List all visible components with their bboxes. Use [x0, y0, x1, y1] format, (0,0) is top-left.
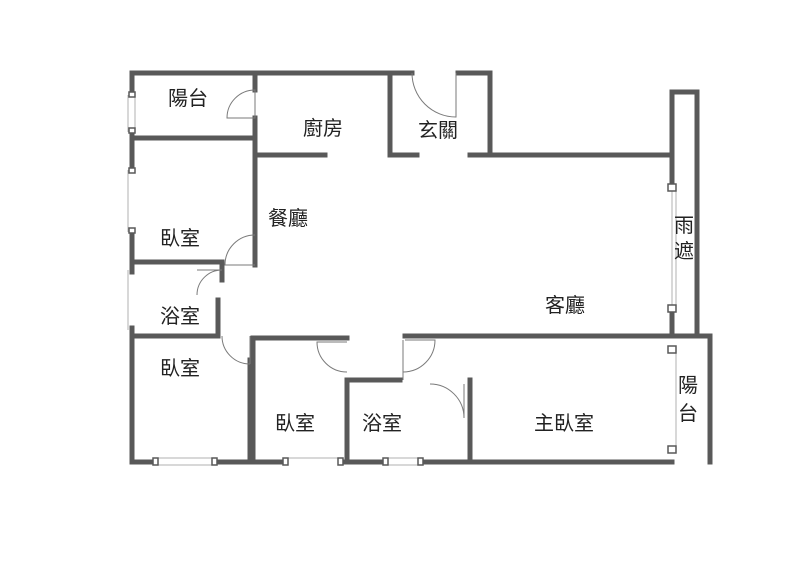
- room-label-master-bedroom: 主臥室: [534, 411, 594, 435]
- room-label-bath-w: 浴室: [160, 304, 200, 328]
- room-label-bedroom-sw: 臥室: [160, 356, 200, 380]
- window-jambs: [128, 91, 677, 466]
- room-label-canopy-2: 遮: [674, 239, 694, 263]
- room-labels: 陽台 廚房 玄關 餐廳 臥室 浴室 臥室 客廳 雨 遮 臥室 浴室 主臥室 陽 …: [160, 86, 698, 435]
- room-label-balcony-nw: 陽台: [168, 86, 208, 110]
- room-label-living: 客廳: [545, 293, 585, 317]
- room-label-canopy-1: 雨: [674, 213, 694, 237]
- walls: [129, 70, 713, 465]
- room-label-balcony-e-2: 台: [678, 401, 698, 425]
- room-label-bedroom-s: 臥室: [275, 411, 315, 435]
- window-lines: [127, 95, 677, 466]
- room-label-entrance: 玄關: [418, 118, 458, 142]
- room-label-kitchen: 廚房: [303, 116, 343, 140]
- room-label-dining: 餐廳: [268, 206, 308, 230]
- room-label-bath-s: 浴室: [362, 411, 402, 435]
- door-swings: [196, 72, 465, 419]
- room-label-bedroom-w: 臥室: [160, 226, 200, 250]
- room-label-balcony-e-1: 陽: [678, 373, 698, 397]
